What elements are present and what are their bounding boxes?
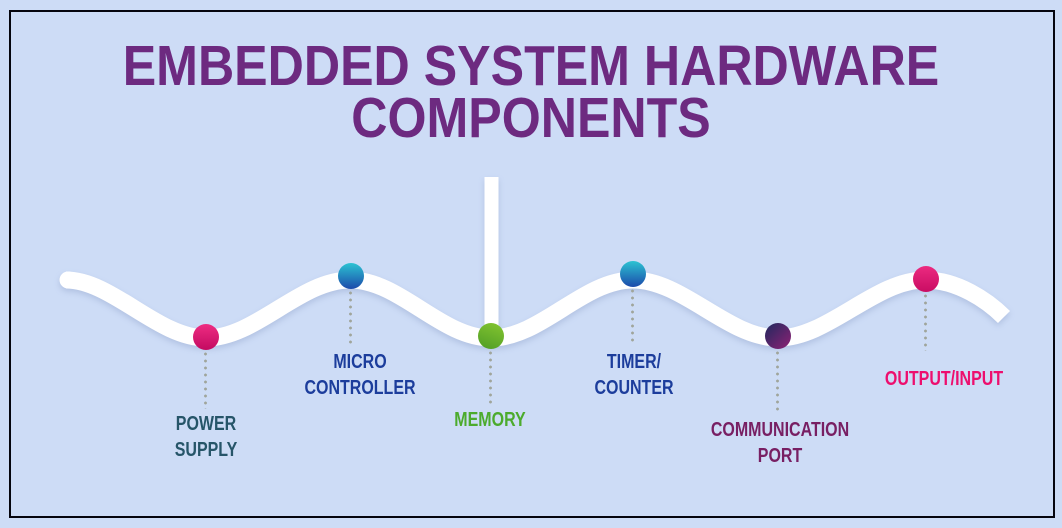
micro-controller-label-line2: CONTROLLER [304, 377, 416, 399]
micro-controller-dot-icon [338, 263, 364, 289]
timer-counter-label-line2: COUNTER [594, 377, 674, 399]
micro-controller-label: MICRO CONTROLLER [304, 349, 415, 401]
timer-counter-connector [631, 289, 634, 345]
memory-dot-icon [478, 323, 504, 349]
timer-counter-label-line1: TIMER/ [606, 351, 662, 373]
micro-controller-label-line1: MICRO [333, 351, 387, 373]
power-supply-dot-icon [193, 324, 219, 350]
memory-connector [489, 351, 492, 405]
micro-controller-connector [349, 291, 352, 346]
power-supply-label: POWER SUPPLY [175, 411, 238, 463]
power-supply-label-line2: SUPPLY [174, 439, 238, 461]
communication-port-dot-icon [765, 323, 791, 349]
output-input-label: OUTPUT/INPUT [885, 366, 1003, 392]
memory-label: MEMORY [454, 407, 525, 433]
page-title: EMBEDDED SYSTEM HARDWARE COMPONENTS [64, 34, 999, 150]
communication-port-label: COMMUNICATION PORT [711, 417, 849, 469]
power-supply-label-line1: POWER [175, 413, 237, 435]
output-input-dot-icon [913, 266, 939, 292]
title-line1: EMBEDDED SYSTEM HARDWARE [122, 34, 940, 98]
title-line2: COMPONENTS [351, 86, 711, 150]
communication-port-connector [776, 351, 779, 412]
output-input-label-line1: OUTPUT/INPUT [884, 368, 1004, 390]
wave-line [65, 271, 1011, 347]
communication-port-label-line2: PORT [757, 445, 803, 467]
memory-flag-bar [484, 177, 499, 330]
output-input-connector [924, 294, 927, 351]
memory-label-line1: MEMORY [454, 409, 526, 431]
timer-counter-label: TIMER/ COUNTER [594, 349, 673, 401]
communication-port-label-line1: COMMUNICATION [710, 419, 850, 441]
power-supply-connector [204, 352, 207, 409]
timer-counter-dot-icon [620, 261, 646, 287]
